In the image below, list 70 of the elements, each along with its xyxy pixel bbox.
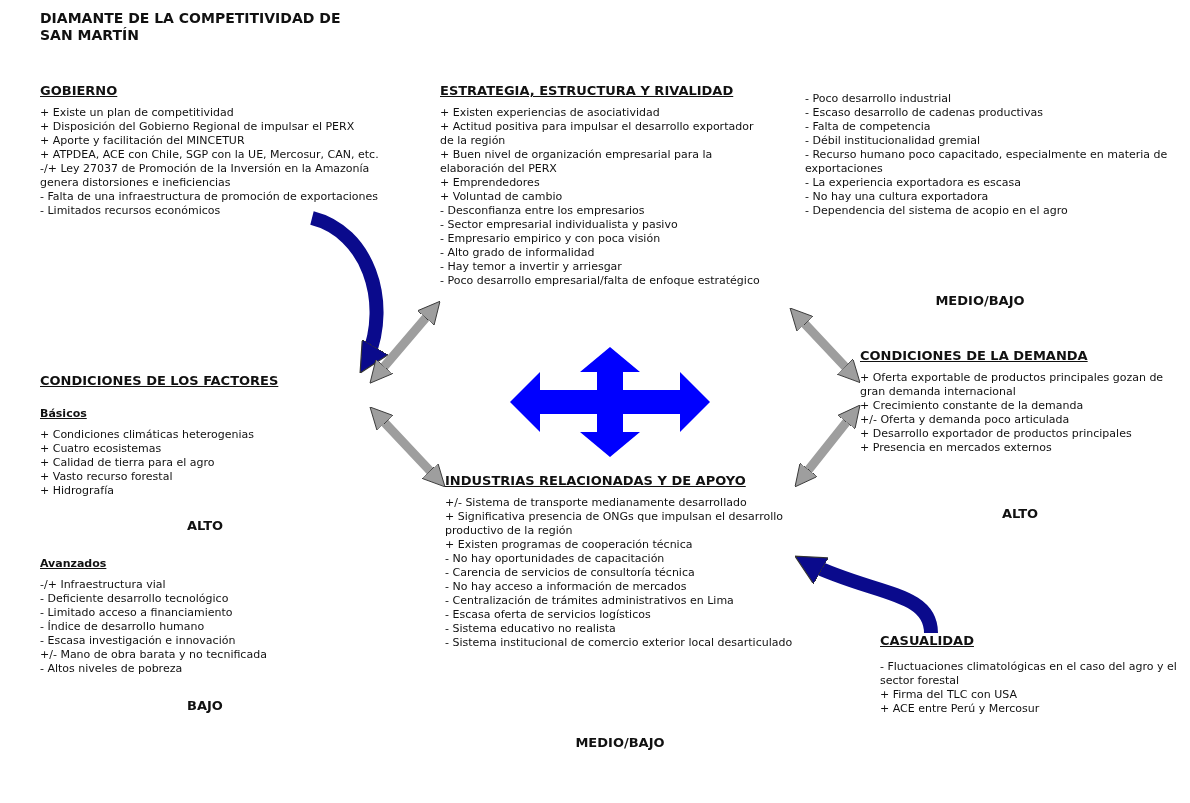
list-item: + Actitud positiva para impulsar el desarrollo exportador de la región [440, 120, 755, 148]
list-item: - Desconfianza entre los empresarios [440, 204, 646, 218]
list-item: + Calidad de tierra para el agro [40, 456, 216, 470]
list-item: + Firma del TLC con USA [880, 688, 1018, 702]
list-item: - No hay acceso a información de mercados [445, 580, 688, 594]
list-item: - Índice de desarrollo humano [40, 620, 206, 634]
list-item: - Escasa investigación e innovación [40, 634, 237, 648]
list-item: - Limitado acceso a financiamiento [40, 606, 234, 620]
diagram-title: DIAMANTE DE LA COMPETITIVIDAD DE SAN MARTÍN [40, 10, 342, 44]
list-item: + Vasto recurso forestal [40, 470, 174, 484]
list-item: - Recurso humano poco capacitado, especialmente en materia de exportaciones [805, 148, 1169, 176]
section-heading: CONDICIONES DE LOS FACTORES [40, 373, 279, 388]
list-item: + Hidrografía [40, 484, 115, 498]
list-item: - Sistema institucional de comercio exterior local desarticulado [445, 636, 794, 650]
list-item: - Sistema educativo no realista [445, 622, 617, 636]
list-item: - Fluctuaciones climatológicas en el caso del agro y el sector forestal [880, 660, 1178, 688]
list-item: - Empresario empirico y con poca visión [440, 232, 662, 246]
list-item: + Disposición del Gobierno Regional de impulsar el PERX [40, 120, 356, 134]
rating-label: BAJO [187, 698, 223, 713]
list-item: + Existe un plan de competitividad [40, 106, 235, 120]
list-item: + Presencia en mercados externos [860, 441, 1053, 455]
list-item: -/+ Ley 27037 de Promoción de la Inversión en la Amazonía genera distorsiones e ineficiencias [40, 162, 371, 190]
section-heading: ESTRATEGIA, ESTRUCTURA Y RIVALIDAD [440, 83, 734, 98]
list-item: - Falta de competencia [805, 120, 932, 134]
subsection-heading: Avanzados [40, 557, 107, 570]
list-item: + ATPDEA, ACE con Chile, SGP con la UE, Mercosur, CAN, etc. [40, 148, 380, 162]
list-item: - Hay temor a invertir y arriesgar [440, 260, 623, 274]
list-item: + Existen programas de cooperación técnica [445, 538, 694, 552]
list-item: + Emprendedores [440, 176, 541, 190]
subsection-heading: Básicos [40, 407, 87, 420]
list-item: +/- Sistema de transporte medianamente desarrollado [445, 496, 748, 510]
rating-label: MEDIO/BAJO [575, 735, 665, 750]
list-item: -/+ Infraestructura vial [40, 578, 167, 592]
list-item: +/- Oferta y demanda poco articulada [860, 413, 1071, 427]
list-item: + Crecimiento constante de la demanda [860, 399, 1085, 413]
list-item: + Cuatro ecosistemas [40, 442, 163, 456]
list-item: + Voluntad de cambio [440, 190, 564, 204]
section-heading: CASUALIDAD [880, 633, 974, 648]
list-item: - Limitados recursos económicos [40, 204, 222, 218]
rating-label: ALTO [186, 518, 224, 533]
list-item: + Aporte y facilitación del MINCETUR [40, 134, 246, 148]
section-heading: CONDICIONES DE LA DEMANDA [860, 348, 1088, 363]
list-item: - Débil institucionalidad gremial [805, 134, 982, 148]
section-heading: GOBIERNO [40, 83, 118, 98]
rating-label: ALTO [1001, 506, 1039, 521]
list-item: - La experiencia exportadora es escasa [805, 176, 1022, 190]
list-item: - Escaso desarrollo de cadenas productivas [805, 106, 1044, 120]
list-item: - Carencia de servicios de consultoría técnica [445, 566, 696, 580]
list-item: - Falta de una infraestructura de promoción de exportaciones [40, 190, 380, 204]
list-item: - Poco desarrollo industrial [805, 92, 952, 106]
list-item: - Alto grado de informalidad [440, 246, 596, 260]
list-item: - Poco desarrollo empresarial/falta de enfoque estratégico [440, 274, 761, 288]
list-item: - Dependencia del sistema de acopio en el agro [805, 204, 1069, 218]
list-item: - No hay una cultura exportadora [805, 190, 990, 204]
list-item: + Desarrollo exportador de productos principales [860, 427, 1133, 441]
list-item: + Condiciones climáticas heterogenias [40, 428, 256, 442]
list-item: + Existen experiencias de asociatividad [440, 106, 661, 120]
list-item: - Deficiente desarrollo tecnológico [40, 592, 230, 606]
list-item: - Escasa oferta de servicios logísticos [445, 608, 652, 622]
list-item: - Sector empresarial individualista y pasivo [440, 218, 679, 232]
list-item: + Oferta exportable de productos principales gozan de gran demanda internacional [860, 371, 1165, 399]
list-item: + ACE entre Perú y Mercosur [880, 702, 1041, 716]
rating-label: MEDIO/BAJO [935, 293, 1025, 308]
list-item: + Buen nivel de organización empresarial para la elaboración del PERX [440, 148, 714, 176]
section-heading: INDUSTRIAS RELACIONADAS Y DE APOYO [445, 473, 746, 488]
list-item: - Altos niveles de pobreza [40, 662, 184, 676]
list-item: - Centralización de trámites administrativos en Lima [445, 594, 735, 608]
list-item: - No hay oportunidades de capacitación [445, 552, 666, 566]
list-item: + Significativa presencia de ONGs que impulsan el desarrollo productivo de la región [445, 510, 784, 538]
list-item: +/- Mano de obra barata y no tecnificada [40, 648, 268, 662]
